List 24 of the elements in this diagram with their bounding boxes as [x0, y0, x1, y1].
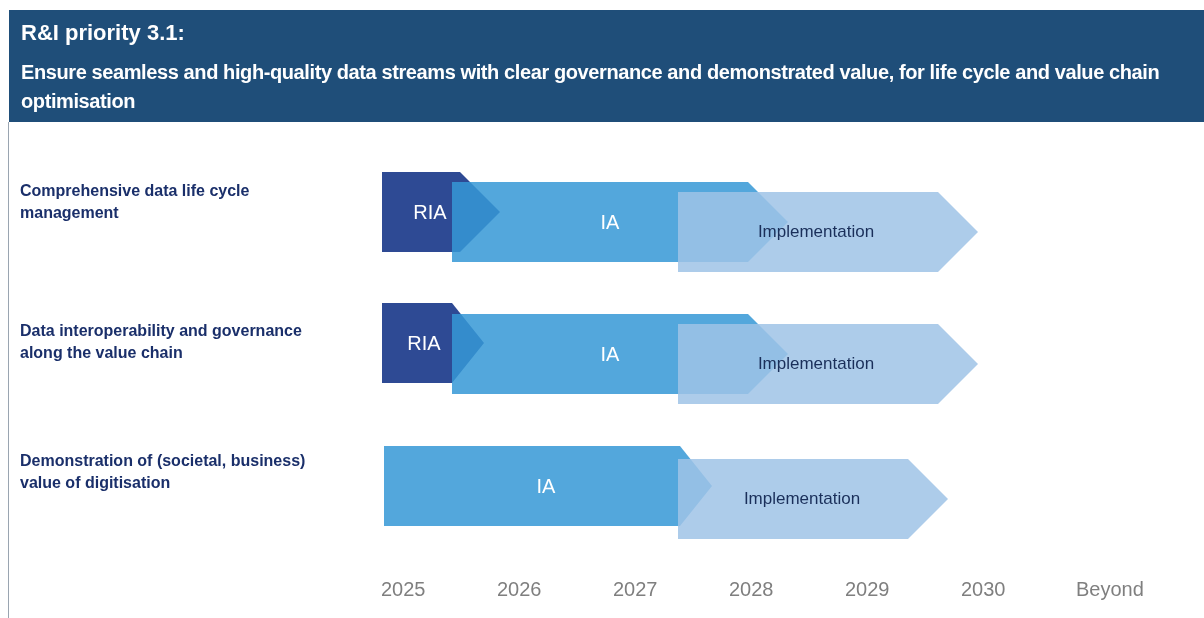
- row-title: Data interoperability and governance along the value chain: [20, 321, 303, 363]
- priority-heading: R&I priority 3.1:: [21, 20, 185, 46]
- phase-label: IA: [536, 474, 556, 498]
- row-title: Comprehensive data life cycle management: [20, 181, 251, 223]
- phase-label: RIA: [413, 200, 447, 224]
- phase-label: Implementation: [757, 354, 875, 374]
- header-band: [9, 10, 1204, 122]
- row-title: Demonstration of (societal, business) value of digitisation: [20, 451, 307, 493]
- phase-label: IA: [600, 342, 620, 366]
- phase-label: Implementation: [743, 489, 861, 509]
- year-label: 2030: [961, 578, 1006, 601]
- year-label: 2029: [845, 578, 890, 601]
- year-label: 2026: [497, 578, 542, 601]
- year-label: Beyond: [1076, 578, 1144, 601]
- phase-bar: [678, 324, 978, 404]
- phase-label: Implementation: [757, 222, 875, 242]
- year-label: 2025: [381, 578, 426, 601]
- year-label: 2027: [613, 578, 658, 601]
- priority-title: Ensure seamless and high-quality data streams with clear governance and demonstrated value, for life cycle and value chain optimisation: [21, 60, 1161, 114]
- phase-label: RIA: [407, 331, 441, 355]
- phase-bar: [678, 192, 978, 272]
- phase-label: IA: [600, 210, 620, 234]
- phase-bar: [678, 459, 948, 539]
- year-label: 2028: [729, 578, 774, 601]
